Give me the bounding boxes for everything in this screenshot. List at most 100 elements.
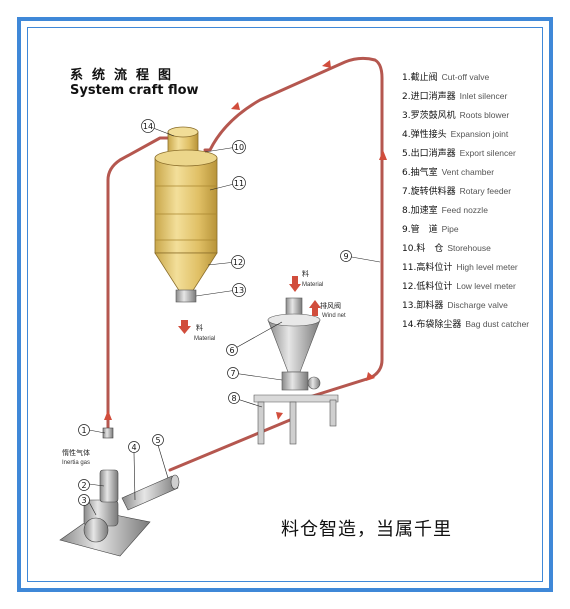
down-arrow-icon	[178, 320, 191, 334]
callout-11: 11	[234, 179, 244, 188]
legend-en: Rotary feeder	[459, 186, 512, 196]
legend-en: High level meter	[456, 262, 518, 272]
callout-1: 1	[81, 426, 86, 435]
legend-number: 7.	[402, 187, 411, 197]
hopper-cone	[267, 319, 321, 373]
bag-dust-catcher-top	[167, 126, 199, 138]
legend-number: 6.	[402, 168, 411, 178]
legend-cn: 抽气室	[410, 168, 438, 178]
legend-cn: 管 道	[410, 225, 438, 235]
legend-number: 1.	[402, 73, 411, 83]
storehouse-silo	[154, 126, 218, 303]
legend-cn: 罗茨鼓风机	[410, 111, 456, 121]
support-frame	[253, 394, 339, 403]
inertia-gas-label-cn: 惰性气体	[62, 448, 90, 457]
legend-number: 12.	[402, 282, 417, 292]
material-label-en-2: Material	[302, 282, 323, 288]
arrow-icon	[276, 412, 283, 420]
callout-13: 13	[234, 286, 244, 295]
legend-en: Export silencer	[459, 148, 516, 158]
callout-numbers: 1 2 3 4 5 6 7 8 9 10 11 12 13 14	[81, 122, 348, 505]
feed-hopper: 料 Material 排风阀 Wind net	[253, 269, 346, 445]
callout-12: 12	[233, 258, 243, 267]
callout-7: 7	[230, 369, 235, 378]
legend-number: 8.	[402, 206, 411, 216]
legend-cn: 加速室	[410, 206, 438, 216]
title-chinese: 系统流程图	[70, 68, 181, 83]
legend-en: Inlet silencer	[459, 91, 508, 101]
legend-number: 2.	[402, 92, 411, 102]
arrow-icon	[366, 372, 375, 381]
down-arrow-icon	[289, 276, 301, 292]
legend-en: Pipe	[441, 224, 459, 234]
legend-en: Low level meter	[456, 281, 516, 291]
inertia-gas-label-en: Inertia gas	[62, 460, 90, 466]
legend-number: 5.	[402, 149, 411, 159]
callout-10: 10	[234, 143, 244, 152]
legend-en: Discharge valve	[447, 300, 508, 310]
material-outlet: 料 Material	[178, 320, 215, 342]
silo-body	[154, 157, 218, 254]
cut-off-valve	[102, 427, 114, 439]
export-silencer	[121, 475, 179, 511]
callouts	[87, 125, 381, 516]
inner-frame	[27, 27, 543, 582]
callout-9: 9	[343, 252, 348, 261]
material-label-cn-2: 料	[302, 269, 309, 278]
legend-cn: 料 仓	[416, 244, 444, 254]
title-english: System craft flow	[70, 83, 199, 98]
blower-set	[59, 427, 180, 557]
silo-cone	[154, 252, 218, 293]
arrow-icon	[379, 150, 387, 160]
callout-3: 3	[81, 496, 86, 505]
legend-cn: 出口消声器	[410, 149, 456, 159]
discharge-valve-body	[175, 289, 197, 303]
vent-chamber	[267, 313, 321, 327]
legend-number: 11.	[402, 263, 417, 273]
pipe-return	[168, 418, 292, 472]
legend-en: Cut-off valve	[441, 72, 490, 82]
slogan: 料仓智造，当属千里	[281, 519, 452, 540]
legend-number: 9.	[402, 225, 411, 235]
up-arrow-icon	[309, 300, 321, 316]
callout-8: 8	[231, 394, 236, 403]
legend-en: Vent chamber	[441, 167, 495, 177]
material-label-en: Material	[194, 336, 215, 342]
legend-number: 13.	[402, 301, 417, 311]
flow-arrows	[104, 60, 387, 420]
legend-en: Bag dust catcher	[465, 319, 530, 329]
inlet-silencer	[99, 469, 119, 503]
legend-number: 3.	[402, 111, 411, 121]
callout-4: 4	[131, 443, 136, 452]
arrow-icon	[104, 410, 112, 420]
callout-14: 14	[143, 122, 153, 131]
callout-5: 5	[155, 436, 160, 445]
legend-cn: 弹性接头	[410, 130, 447, 140]
legend-number: 4.	[402, 130, 411, 140]
legend-cn: 低料位计	[416, 282, 453, 292]
legend-cn: 布袋除尘器	[416, 320, 462, 330]
material-label-cn: 料	[196, 323, 203, 332]
motor	[83, 517, 109, 543]
pipe-main	[106, 56, 384, 432]
legend-en: Storehouse	[447, 243, 491, 253]
legend-cn: 进口消声器	[410, 92, 456, 102]
legend-cn: 截止阀	[410, 73, 438, 83]
legend-cn: 卸料器	[416, 301, 444, 311]
legend-number: 14.	[402, 320, 417, 330]
legend-en: Expansion joint	[450, 129, 509, 139]
callout-2: 2	[81, 481, 86, 490]
